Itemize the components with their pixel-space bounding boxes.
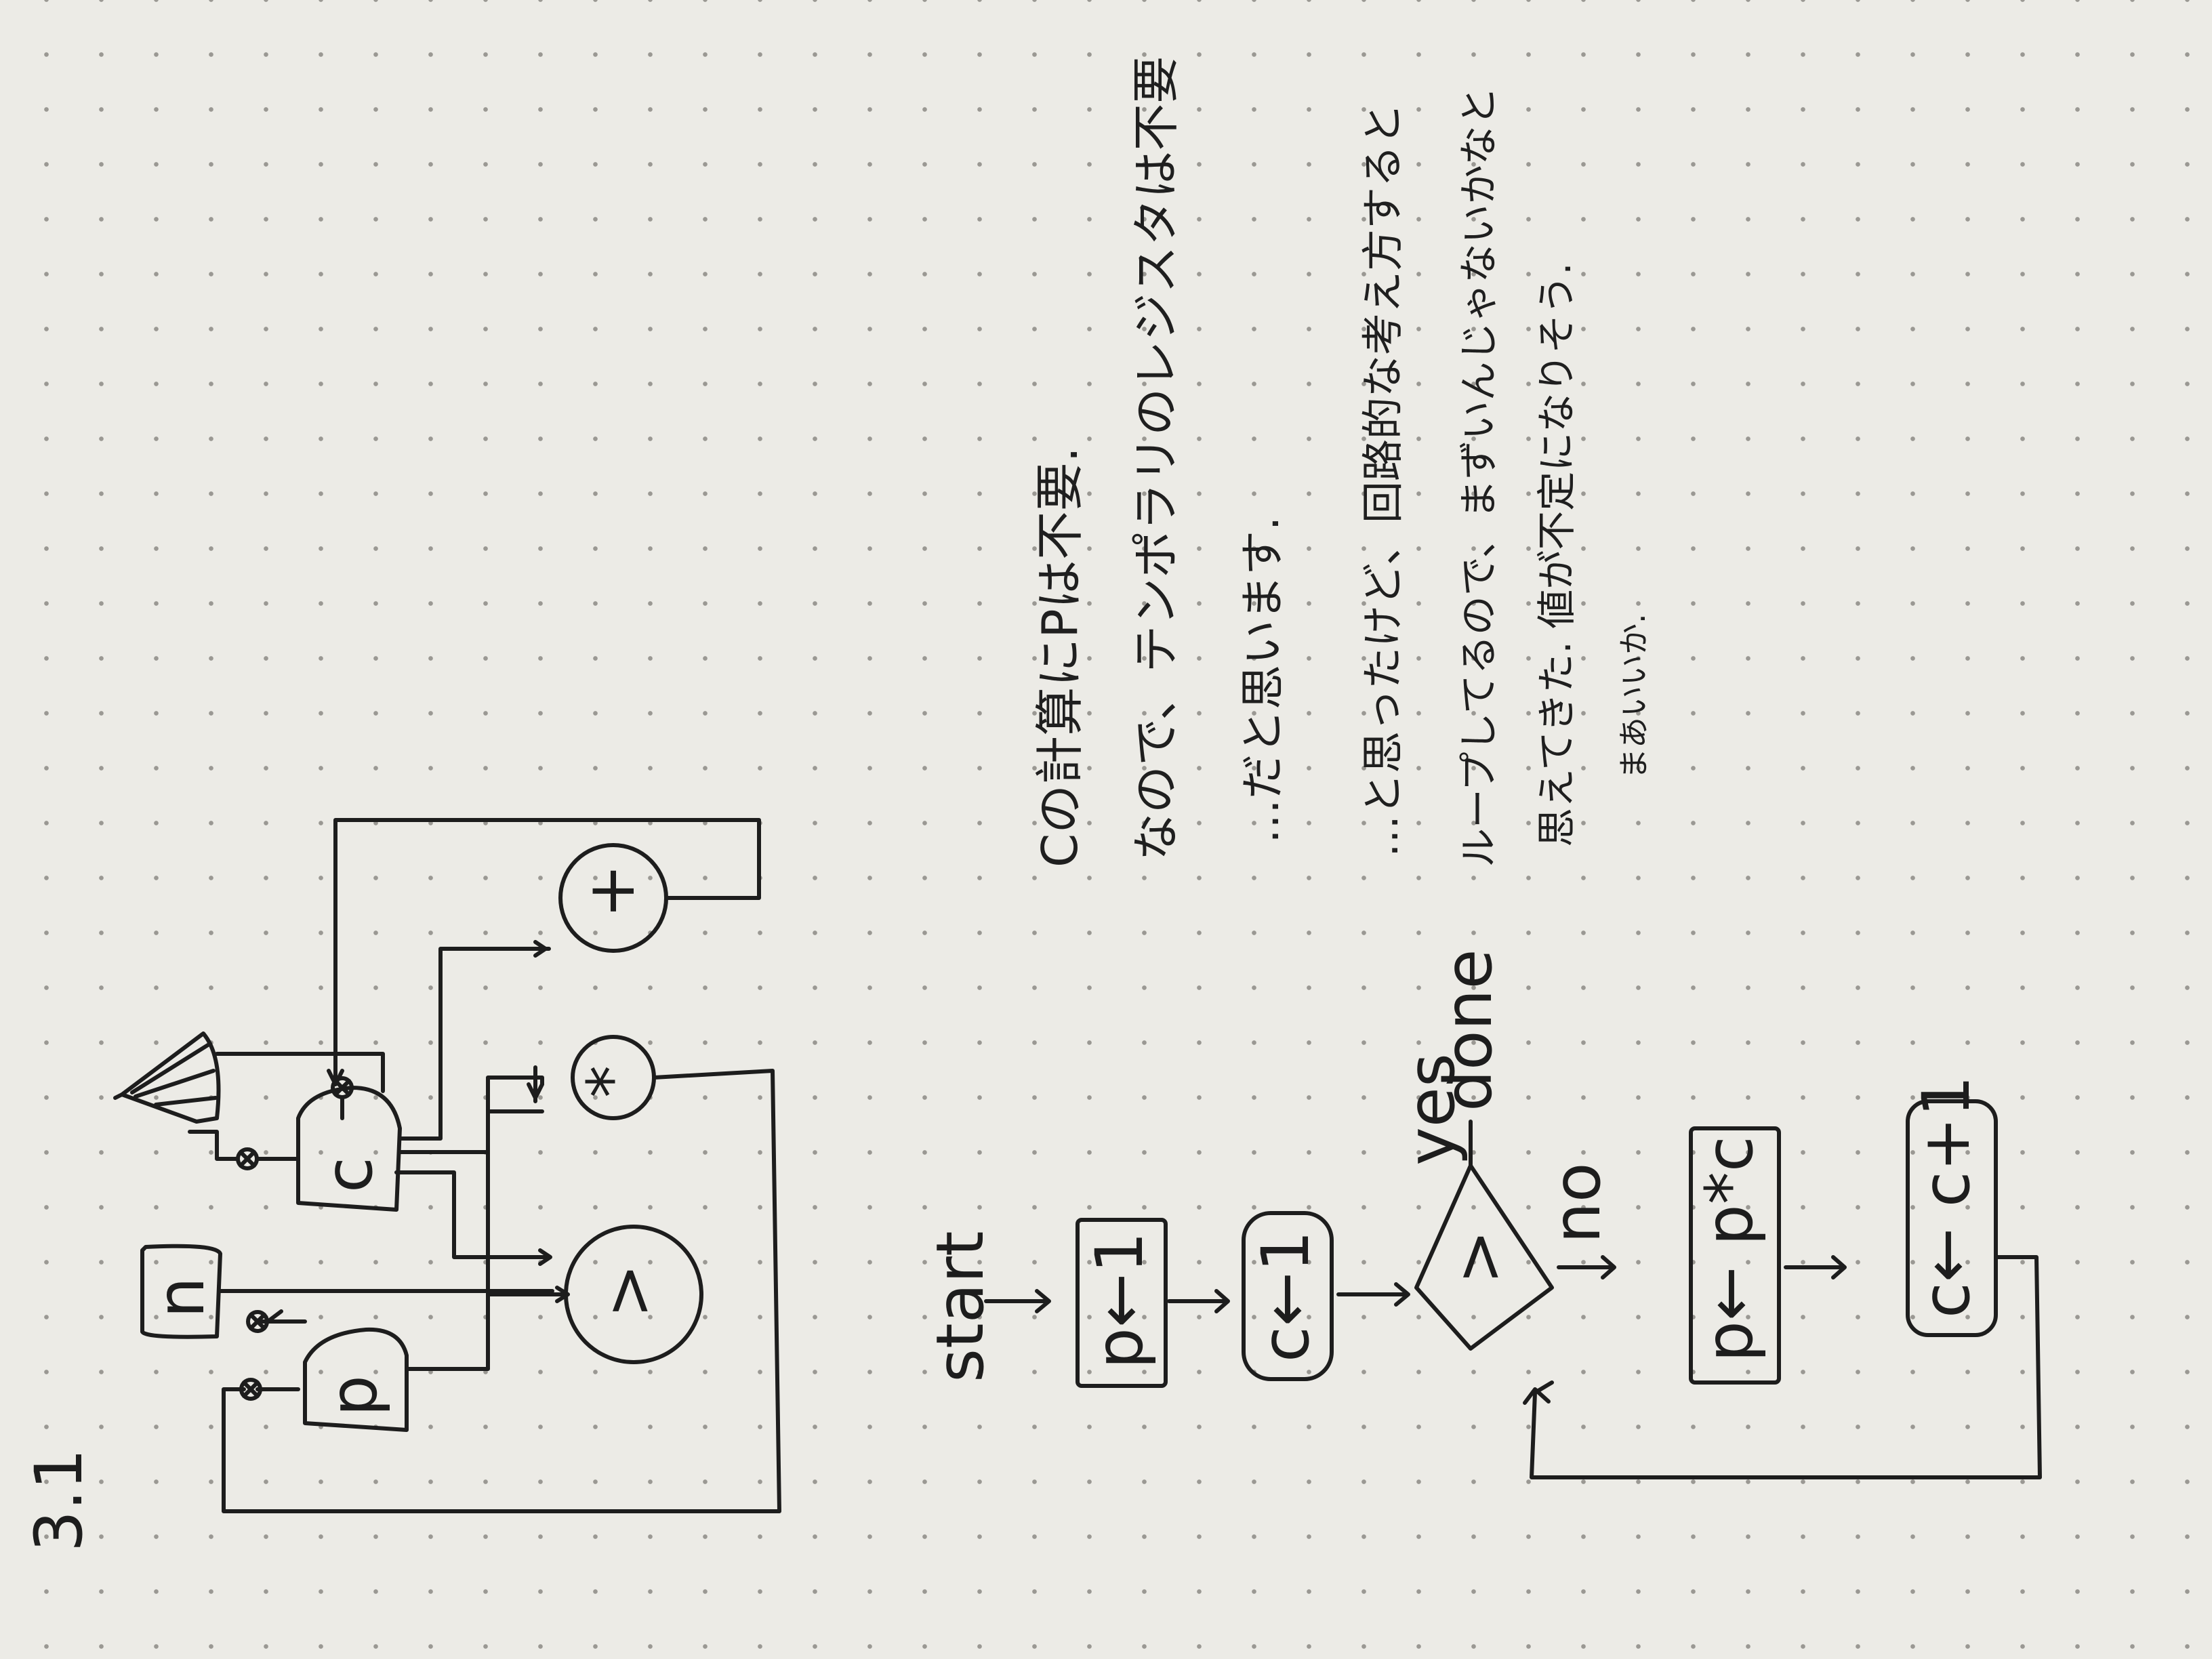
- circuit-diagram: p n c > * +: [113, 818, 781, 1513]
- note-line-6: 思えてきた. 値が不定になりそう.: [1534, 262, 1580, 847]
- register-n: n: [140, 1244, 222, 1339]
- flow-box-assign-p: p←1: [1076, 1218, 1168, 1388]
- note-line-3: …だと思います.: [1237, 516, 1289, 844]
- flowchart: start p←1 c←1 > yes done no: [922, 949, 2042, 1479]
- note-line-7: まあいいか.: [1616, 613, 1652, 779]
- svg-text:start: start: [922, 1231, 998, 1382]
- svg-text:no: no: [1539, 1162, 1615, 1244]
- svg-text:3.1: 3.1: [21, 1448, 97, 1552]
- flow-box-update-c: c← c+1: [1906, 1076, 1998, 1337]
- svg-text:c← c+1: c← c+1: [1908, 1076, 1984, 1318]
- circuit-wires: [188, 818, 781, 1513]
- flow-yes-label: yes: [1393, 1053, 1469, 1166]
- register-p: p: [303, 1327, 409, 1432]
- flow-done-label: done: [1431, 949, 1507, 1111]
- note-line-4: …と思ったけど、回路的な考え方すると: [1358, 103, 1408, 857]
- done-flag-triangle-icon: [113, 1031, 221, 1124]
- svg-text:p← p*c: p← p*c: [1692, 1136, 1767, 1362]
- svg-text:yes: yes: [1393, 1053, 1469, 1166]
- svg-text:>: >: [1441, 1230, 1517, 1284]
- flow-start-label: start: [922, 1231, 998, 1382]
- svg-text:c←1: c←1: [1248, 1231, 1324, 1362]
- note-line-1: Cの計算にPは不要.: [1031, 447, 1088, 867]
- note-line-5: ループしてるので、まずいんじゃないかなと: [1456, 86, 1502, 867]
- svg-text:p←1: p←1: [1082, 1232, 1158, 1369]
- note-line-2: なので、テンポラリのレジスタは不要: [1128, 56, 1184, 861]
- svg-text:+: +: [573, 864, 649, 918]
- page-label: 3.1: [21, 1448, 97, 1552]
- operator-greater: >: [564, 1225, 703, 1364]
- flow-decision: >: [1414, 1164, 1554, 1351]
- svg-text:done: done: [1431, 949, 1507, 1111]
- svg-text:>: >: [590, 1264, 666, 1318]
- register-c: c: [296, 1086, 402, 1212]
- flow-box-assign-c: c←1: [1242, 1211, 1334, 1381]
- svg-text:p: p: [316, 1375, 392, 1416]
- operator-multiply: *: [571, 1035, 656, 1120]
- svg-text:n: n: [143, 1277, 219, 1318]
- flow-no-label: no: [1539, 1162, 1615, 1244]
- flow-box-update-p: p← p*c: [1689, 1126, 1781, 1385]
- enable-marker-icon: [236, 1076, 354, 1401]
- svg-text:*: *: [573, 1065, 649, 1098]
- svg-text:c: c: [311, 1157, 387, 1193]
- operator-plus: +: [558, 843, 668, 953]
